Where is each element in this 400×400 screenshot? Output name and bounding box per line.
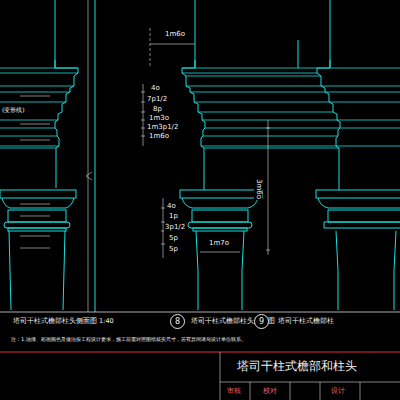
view-number: 9 xyxy=(259,317,264,326)
view-number-circle: 9 xyxy=(254,314,269,329)
dimension-text: (变形线) xyxy=(1,107,26,114)
drawing-caption: 塔司干柱式檐部柱头侧面图 1:40 xyxy=(12,318,115,325)
dimension-text: 8p xyxy=(152,106,163,114)
dimension-text: 5p xyxy=(168,246,179,254)
dimension-text: 3p1/2 xyxy=(164,224,186,232)
dimension-text: 3m6o xyxy=(254,178,262,200)
dimension-text: 1m6o xyxy=(164,31,186,39)
drawing-title: 塔司干柱式檐部和柱头 xyxy=(236,360,358,373)
dimension-text: 1m7o xyxy=(208,240,230,248)
dimension-text: 1m3o xyxy=(148,115,170,123)
dimension-text: 4o xyxy=(166,203,177,211)
dimension-text: 1p xyxy=(168,213,179,221)
signature-field: 校对 xyxy=(262,388,278,396)
drawing-caption: 塔司干柱式檐部柱 xyxy=(277,318,335,325)
dimension-text: 5p xyxy=(168,235,179,243)
drawing-caption: 注：1.油漆、彩画颜色及做法按工程设计要求，施工前需对照图纸核实尺寸，若有异同请… xyxy=(10,337,247,343)
dimension-text: 4o xyxy=(150,85,161,93)
view-number: 8 xyxy=(175,317,180,326)
dimension-text: 1m3p1/2 xyxy=(146,124,179,132)
signature-field: 审核 xyxy=(226,388,242,396)
dimension-text: 1m6o xyxy=(148,133,170,141)
signature-field: 设计 xyxy=(330,388,346,396)
view-number-circle: 8 xyxy=(170,314,185,329)
dimension-text: 7p1/2 xyxy=(146,96,168,104)
